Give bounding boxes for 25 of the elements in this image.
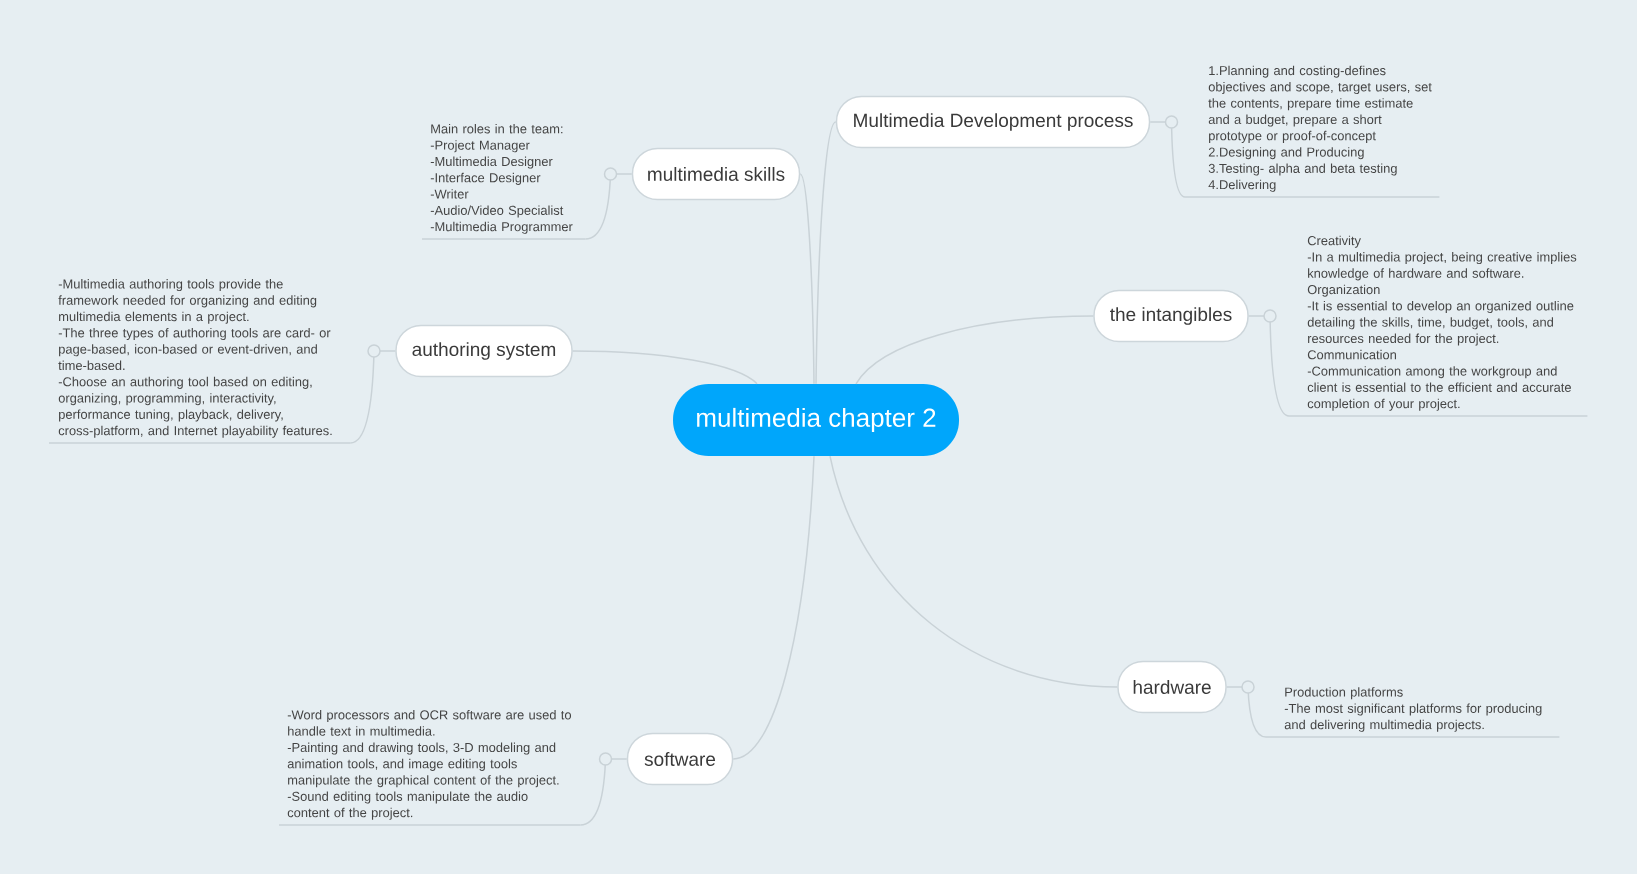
branch-line [1248,315,1290,417]
branch-line [815,121,837,385]
note-text: Main roles in the team: -Project Manager -Multimedia Designer -Interface Designer -Writer -Audio/Video Specialist -Multimedia Programmer [421,123,587,240]
topic-pill: multimedia skills [631,147,801,201]
note-text: 1.Planning and costing-defines objectives and scope, target users, set the contents, prepare time estimate and a budget, prepare a short prototype or proof-of-concept 2.Designing and Producing 3.Testing- alpha and beta testing 4.Delivering [1184,65,1441,198]
topic-pill: Multimedia Development process [835,95,1151,149]
branch-line [855,315,1094,385]
branch-line [349,350,396,444]
central-topic-pill: multimedia chapter 2 [673,384,959,456]
note-text: -Word processors and OCR software are used to handle text in multimedia. -Painting and drawing tools, 3-D modeling and animation tools, and image editing tools manipulate the graphical content of the project. -Sound editing tools manipulate the audio content of the project. [278,709,582,826]
topic-pill: hardware [1117,660,1227,714]
note-text: Production platforms -The most significant platforms for producing and delivering multimedia projects. [1265,687,1561,738]
branch-line [1149,121,1186,198]
note-text: -Multimedia authoring tools provide the framework needed for organizing and editing multimedia elements in a project. -The three types of authoring tools are card- or page-based, icon-based or event-driven, and time-based. -Choose an authoring tool based on editing, organizing, programming, interactivity, performance tuning, playback, delivery, cross-platform, and Internet playability features. [48,279,352,444]
branch-line [1226,686,1267,738]
branch-line [799,173,815,385]
branch-line [579,758,628,826]
branch-line [732,455,815,760]
branch-line [572,350,758,385]
branch-line [584,173,633,240]
topic-pill: authoring system [395,324,573,378]
topic-pill: software [626,732,734,786]
branch-line [829,455,1118,688]
note-text: Creativity -In a multimedia project, being creative implies knowledge of hardware and software. Organization -It is essential to develop an organized outline detailing the skills, time, budget, tools, and resources needed for the project. Communication -Communication among the workgroup and client is essential to the efficient and accurate completion of your project. [1288,235,1589,417]
topic-pill: the intangibles [1093,289,1249,343]
